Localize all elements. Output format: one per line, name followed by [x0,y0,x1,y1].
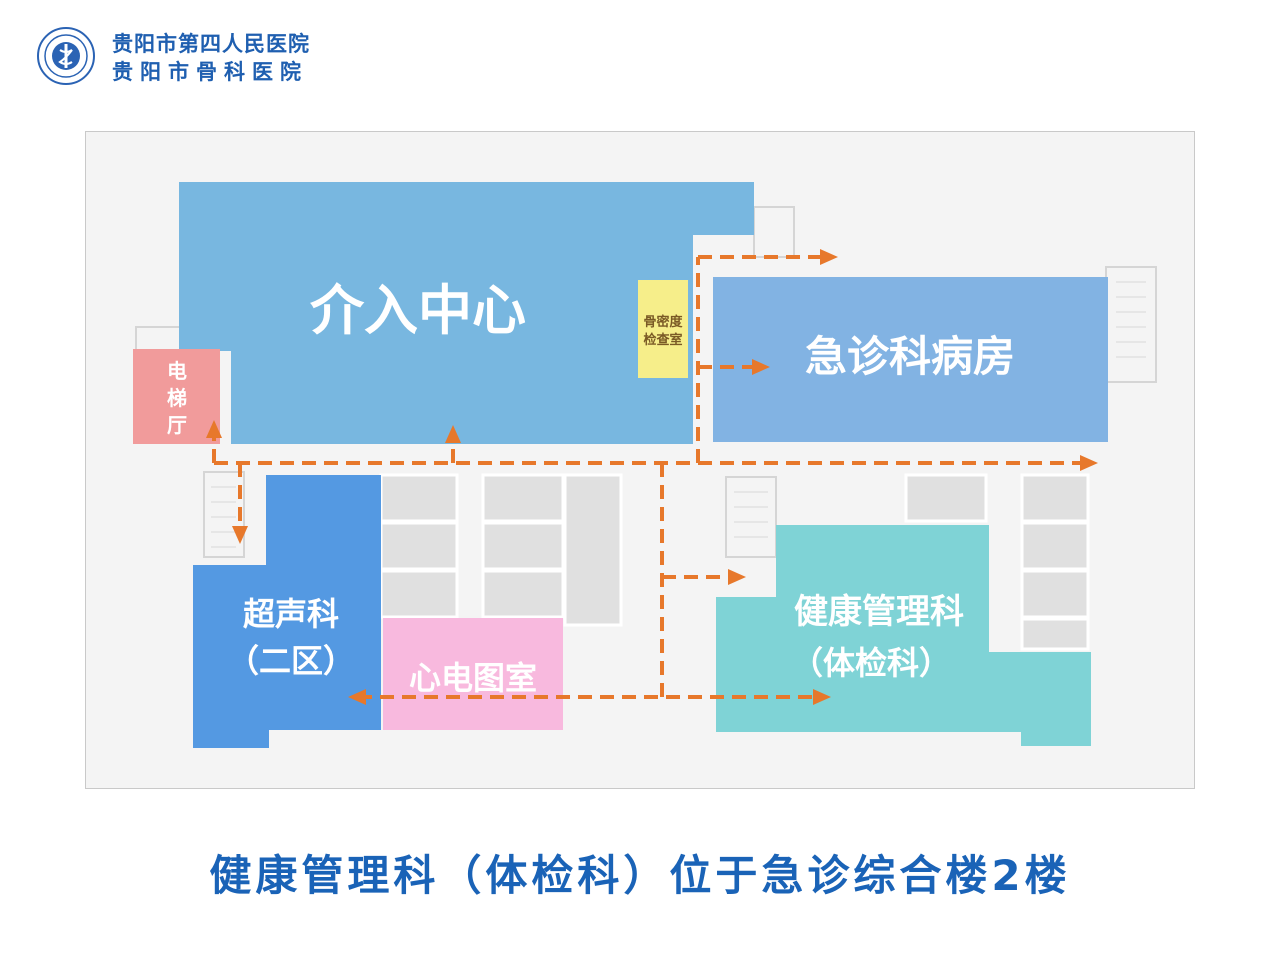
health-management-label-line1: 健康管理科 [794,592,964,632]
hospital-name-primary: 贵阳市第四人民医院 [112,32,310,56]
bone-density-label-line1: 骨密度 [643,314,683,330]
room-intervention-center [179,182,754,444]
room-bone-density [638,280,688,378]
ultrasound-label-line1: 超声科 [243,595,339,633]
health-management-label-line2: （体检科） [791,644,951,682]
elevator-hall-label-2: 梯 [167,386,187,410]
room-ultrasound [193,475,381,748]
room-health-management [716,525,1091,746]
room-elevator-hall [133,349,220,444]
hospital-name-block: 贵阳市第四人民医院 贵阳市骨科医院 [112,30,310,86]
hospital-logo-icon [37,27,95,85]
stair-steps [211,281,1146,548]
elevator-hall-label-3: 厅 [167,413,187,437]
floor-map: 介入中心 骨密度 检查室 急诊科病房 电 梯 厅 超声科 （二区） 心电图室 健… [85,131,1195,789]
room-emergency-ward [713,277,1108,442]
route-arrows [206,249,1098,705]
intervention-center-label: 介入中心 [310,278,526,342]
ultrasound-label-line2: （二区） [227,642,355,680]
elevator-hall-label-1: 电 [167,359,187,383]
corridor-rooms [379,473,1090,651]
bone-density-label-line2: 检查室 [643,332,682,348]
hospital-logo [36,26,96,86]
hospital-name-secondary: 贵阳市骨科医院 [112,60,308,84]
emergency-ward-label: 急诊科病房 [805,332,1015,381]
route-paths [212,255,1086,699]
floor-plan-svg: 介入中心 骨密度 检查室 急诊科病房 电 梯 厅 超声科 （二区） 心电图室 健… [133,182,1157,748]
room-ecg [383,618,563,730]
location-caption: 健康管理科（体检科）位于急诊综合楼2楼 [209,851,1071,900]
ecg-label: 心电图室 [409,659,537,697]
